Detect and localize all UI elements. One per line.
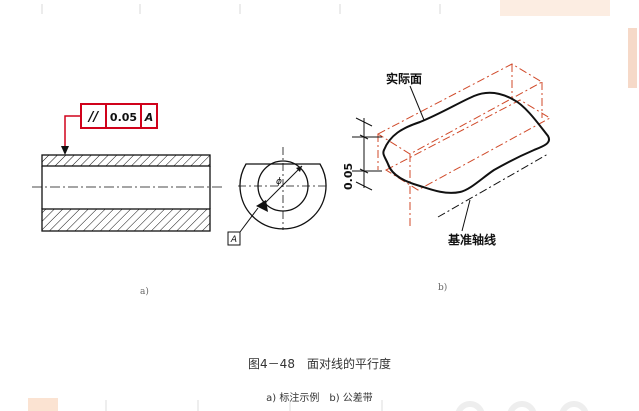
parallelism-symbol: //	[87, 110, 100, 125]
bottom-decoration	[28, 398, 589, 411]
datum-axis-label: 基准轴线	[447, 232, 496, 247]
leader-arrow	[61, 146, 69, 155]
tolerance-frame: // 0.05 A	[80, 103, 158, 129]
actual-surface-leader	[409, 85, 425, 121]
figure-b: 0.05 实际面 基准轴线	[342, 63, 552, 247]
top-decoration	[41, 4, 441, 14]
datum-triangle	[256, 200, 268, 212]
figure-caption: 图4－48 面对线的平行度	[248, 357, 391, 371]
figure-a: // 0.05 A ϕ A	[32, 103, 329, 246]
corner-watermark	[500, 0, 610, 16]
tolerance-value: 0.05	[110, 111, 137, 124]
datum-box-label: A	[230, 235, 237, 245]
diameter-symbol: ϕ	[276, 177, 282, 187]
sublabel-a: a)	[140, 287, 149, 297]
datum-box	[227, 231, 241, 246]
zone-width-label: 0.05	[342, 163, 355, 190]
zone-width-dimension	[352, 117, 382, 191]
figure-subcaption: a) 标注示例 b) 公差带	[266, 393, 373, 404]
actual-surface-label: 实际面	[386, 71, 422, 86]
sublabel-b: b)	[438, 283, 448, 293]
leader-line	[64, 115, 81, 148]
edge-decoration	[628, 28, 637, 88]
tolerance-zone-planes	[376, 63, 552, 228]
tube-side-view	[32, 154, 222, 232]
datum-axis	[437, 153, 549, 218]
tube-end-view: ϕ A	[227, 147, 329, 246]
datum-axis-leader	[461, 199, 471, 232]
actual-surface	[382, 91, 550, 194]
datum-reference: A	[144, 111, 154, 124]
